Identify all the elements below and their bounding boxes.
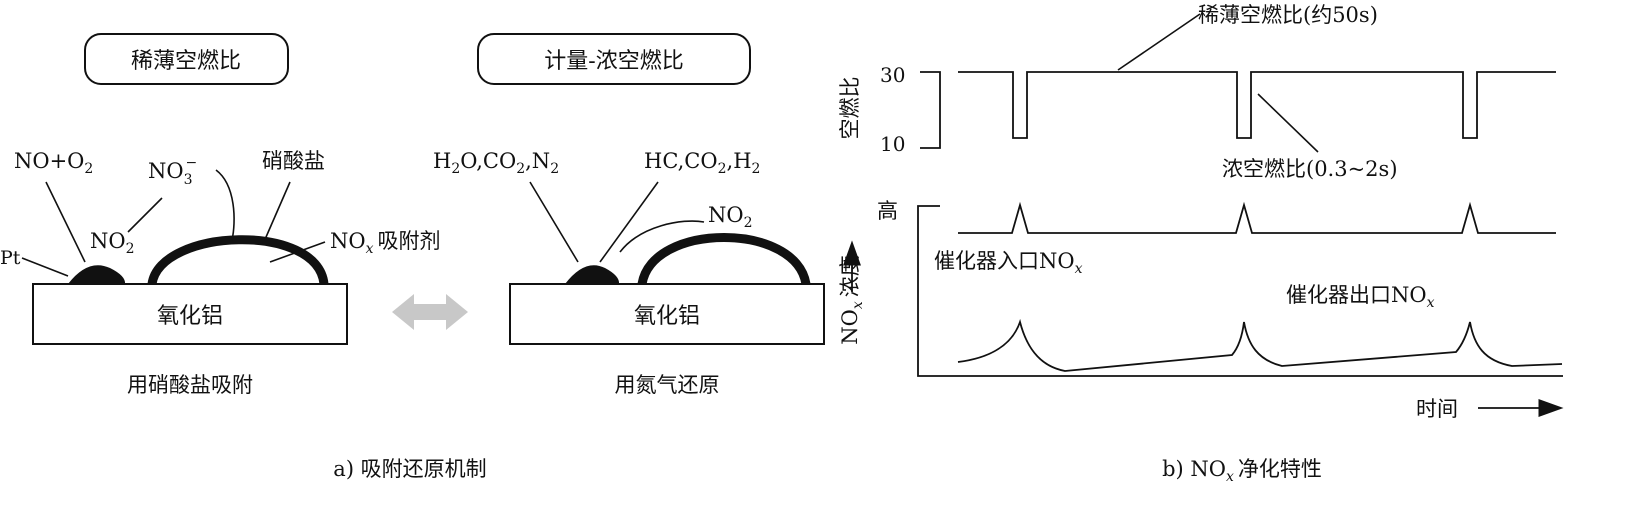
left-alumina-substrate [32,283,348,345]
label-nitrate: 硝酸盐 [262,149,325,173]
rich-annotation: 浓空燃比(0.3~2s) [1222,157,1398,181]
double-arrow [392,294,468,330]
left-substrate-label: 氧化铝 [157,304,223,329]
label-products: H2O,CO2,N2 [433,149,559,177]
lean-condition-label: 稀薄空燃比 [131,49,241,74]
leader-no2-right [619,220,705,253]
leader-products [529,181,579,263]
right-substrate-label: 氧化铝 [634,304,700,329]
label-reductants: HC,CO2,H2 [644,149,760,177]
left-nox-absorber-arc [147,235,329,286]
lean-annotation: 稀薄空燃比(约50s) [1198,3,1378,27]
right-pt-particle [565,265,620,284]
ytick-10: 10 [880,132,905,156]
inlet-nox-line [958,201,1556,234]
label-no3: NO3− [148,155,197,188]
label-no2-right: NO2 [708,203,753,231]
leader-no3-to-arc [215,169,235,241]
leader-pt [21,257,69,277]
mechanism-diagram: 稀薄空燃比 计量-浓空燃比 氧化铝 NO+O2 NO3− 硝酸盐 NO2 Pt [0,33,825,481]
rich-condition-label: 计量-浓空燃比 [544,49,683,74]
leader-reductants [599,181,659,263]
left-pt-particle [68,265,126,284]
leader-nitrate [262,181,291,245]
rich-condition-box [477,33,751,85]
label-pt: Pt [0,247,21,269]
leader-nox-absorber [269,241,326,263]
afr-axis-bracket [920,71,941,149]
outlet-label: 催化器出口NOx [1286,283,1435,311]
caption-a: a) 吸附还原机制 [333,457,486,481]
label-no2-left: NO2 [90,229,135,257]
right-alumina-substrate [509,283,825,345]
afr-ylabel: 空燃比 [838,77,862,140]
ytick-30: 30 [880,63,905,87]
nox-chart: 空燃比 30 10 稀薄空燃比(约50s) 浓空燃比(0.3~2s) 高 NOx… [838,3,1564,485]
label-no-o2: NO+O2 [14,149,93,177]
nox-ylabel-group: NOx浓度 [838,255,866,345]
right-caption: 用氮气还原 [615,373,720,397]
leader-no3 [127,197,163,233]
nox-axes [917,205,1563,377]
right-nox-absorber-arc [637,233,811,286]
lean-condition-box [84,33,289,85]
leader-lean-annotation [1117,13,1201,71]
left-caption: 用硝酸盐吸附 [127,373,253,397]
leader-no-o2 [45,181,86,263]
ytick-high: 高 [877,199,898,223]
nox-ylabel: NOx浓度 [838,255,866,345]
time-xlabel: 时间 [1416,397,1458,421]
leader-rich-annotation [1257,93,1319,153]
inlet-label: 催化器入口NOx [934,249,1083,277]
outlet-nox-line [957,318,1563,372]
afr-signal-line [958,71,1556,139]
